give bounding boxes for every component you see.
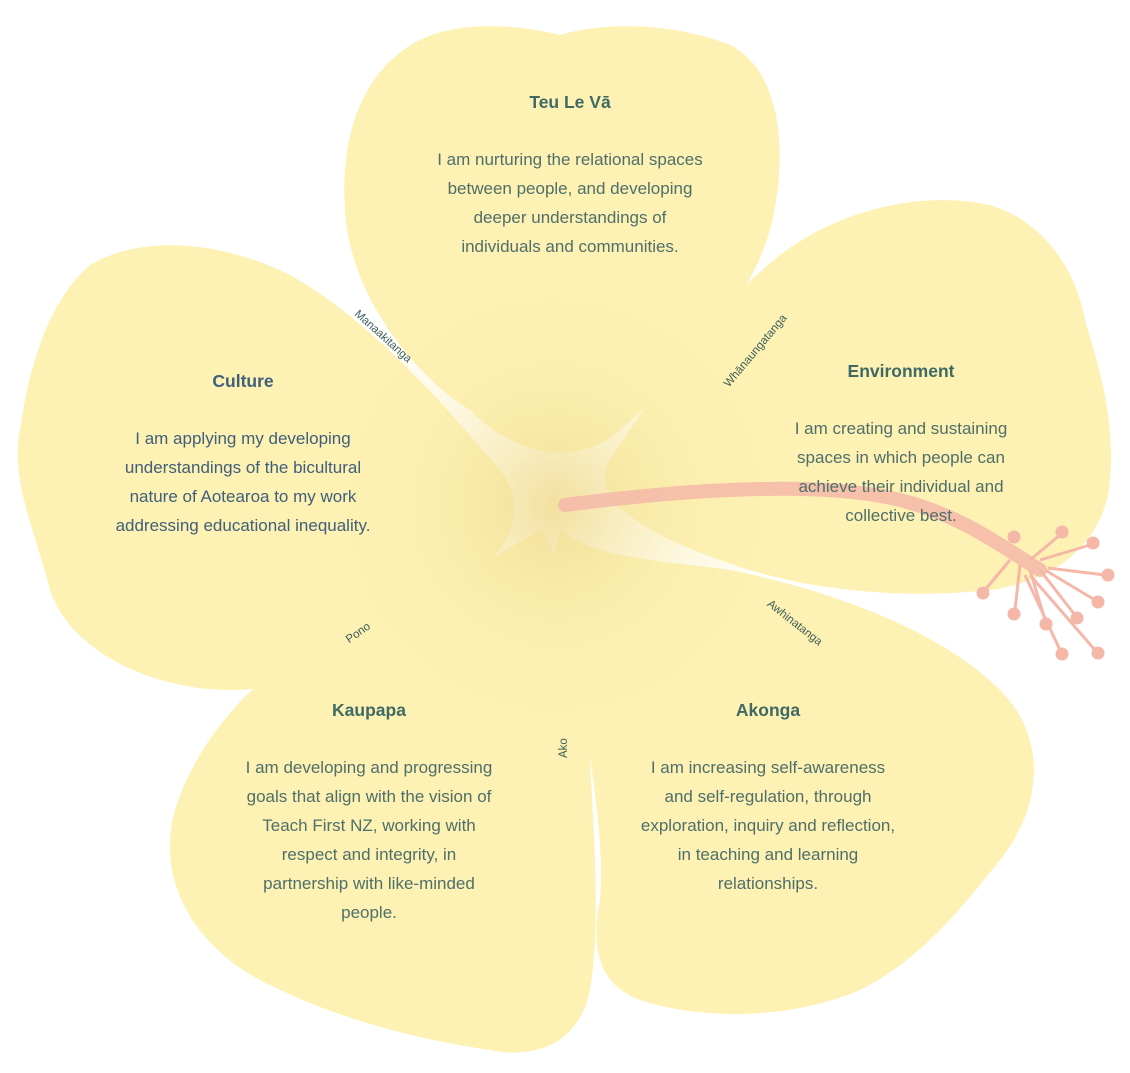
stamen-stalk xyxy=(558,481,1047,577)
petal-kaupapa-text: Kaupapa I am developing and progressing … xyxy=(237,696,501,927)
petal-environment-body: I am creating and sustaining spaces in w… xyxy=(794,419,1008,525)
petal-kaupapa-title: Kaupapa xyxy=(332,700,406,720)
petal-environment-title: Environment xyxy=(847,361,955,381)
petal-culture-body: I am applying my developing understandin… xyxy=(115,429,371,535)
petal-teu-le-va-title: Teu Le Vā xyxy=(529,92,611,112)
stamen xyxy=(558,481,1115,661)
petal-environment-text: Environment I am creating and sustaining… xyxy=(770,357,1032,530)
petal-kaupapa-body: I am developing and progressing goals th… xyxy=(245,758,493,922)
petal-akonga-title: Akonga xyxy=(735,700,801,720)
value-label-ako: Ako xyxy=(558,738,570,758)
petal-akonga-body: I am increasing self-awareness and self-… xyxy=(640,758,896,893)
petal-teu-le-va-body: I am nurturing the relational spaces bet… xyxy=(437,150,703,256)
petal-teu-le-va-text: Teu Le Vā I am nurturing the relational … xyxy=(435,88,705,261)
flower-center xyxy=(315,265,795,745)
petal-culture-text: Culture I am applying my developing unde… xyxy=(112,367,374,540)
petal-culture-title: Culture xyxy=(212,371,274,391)
petal-akonga-text: Akonga I am increasing self-awareness an… xyxy=(640,696,896,898)
